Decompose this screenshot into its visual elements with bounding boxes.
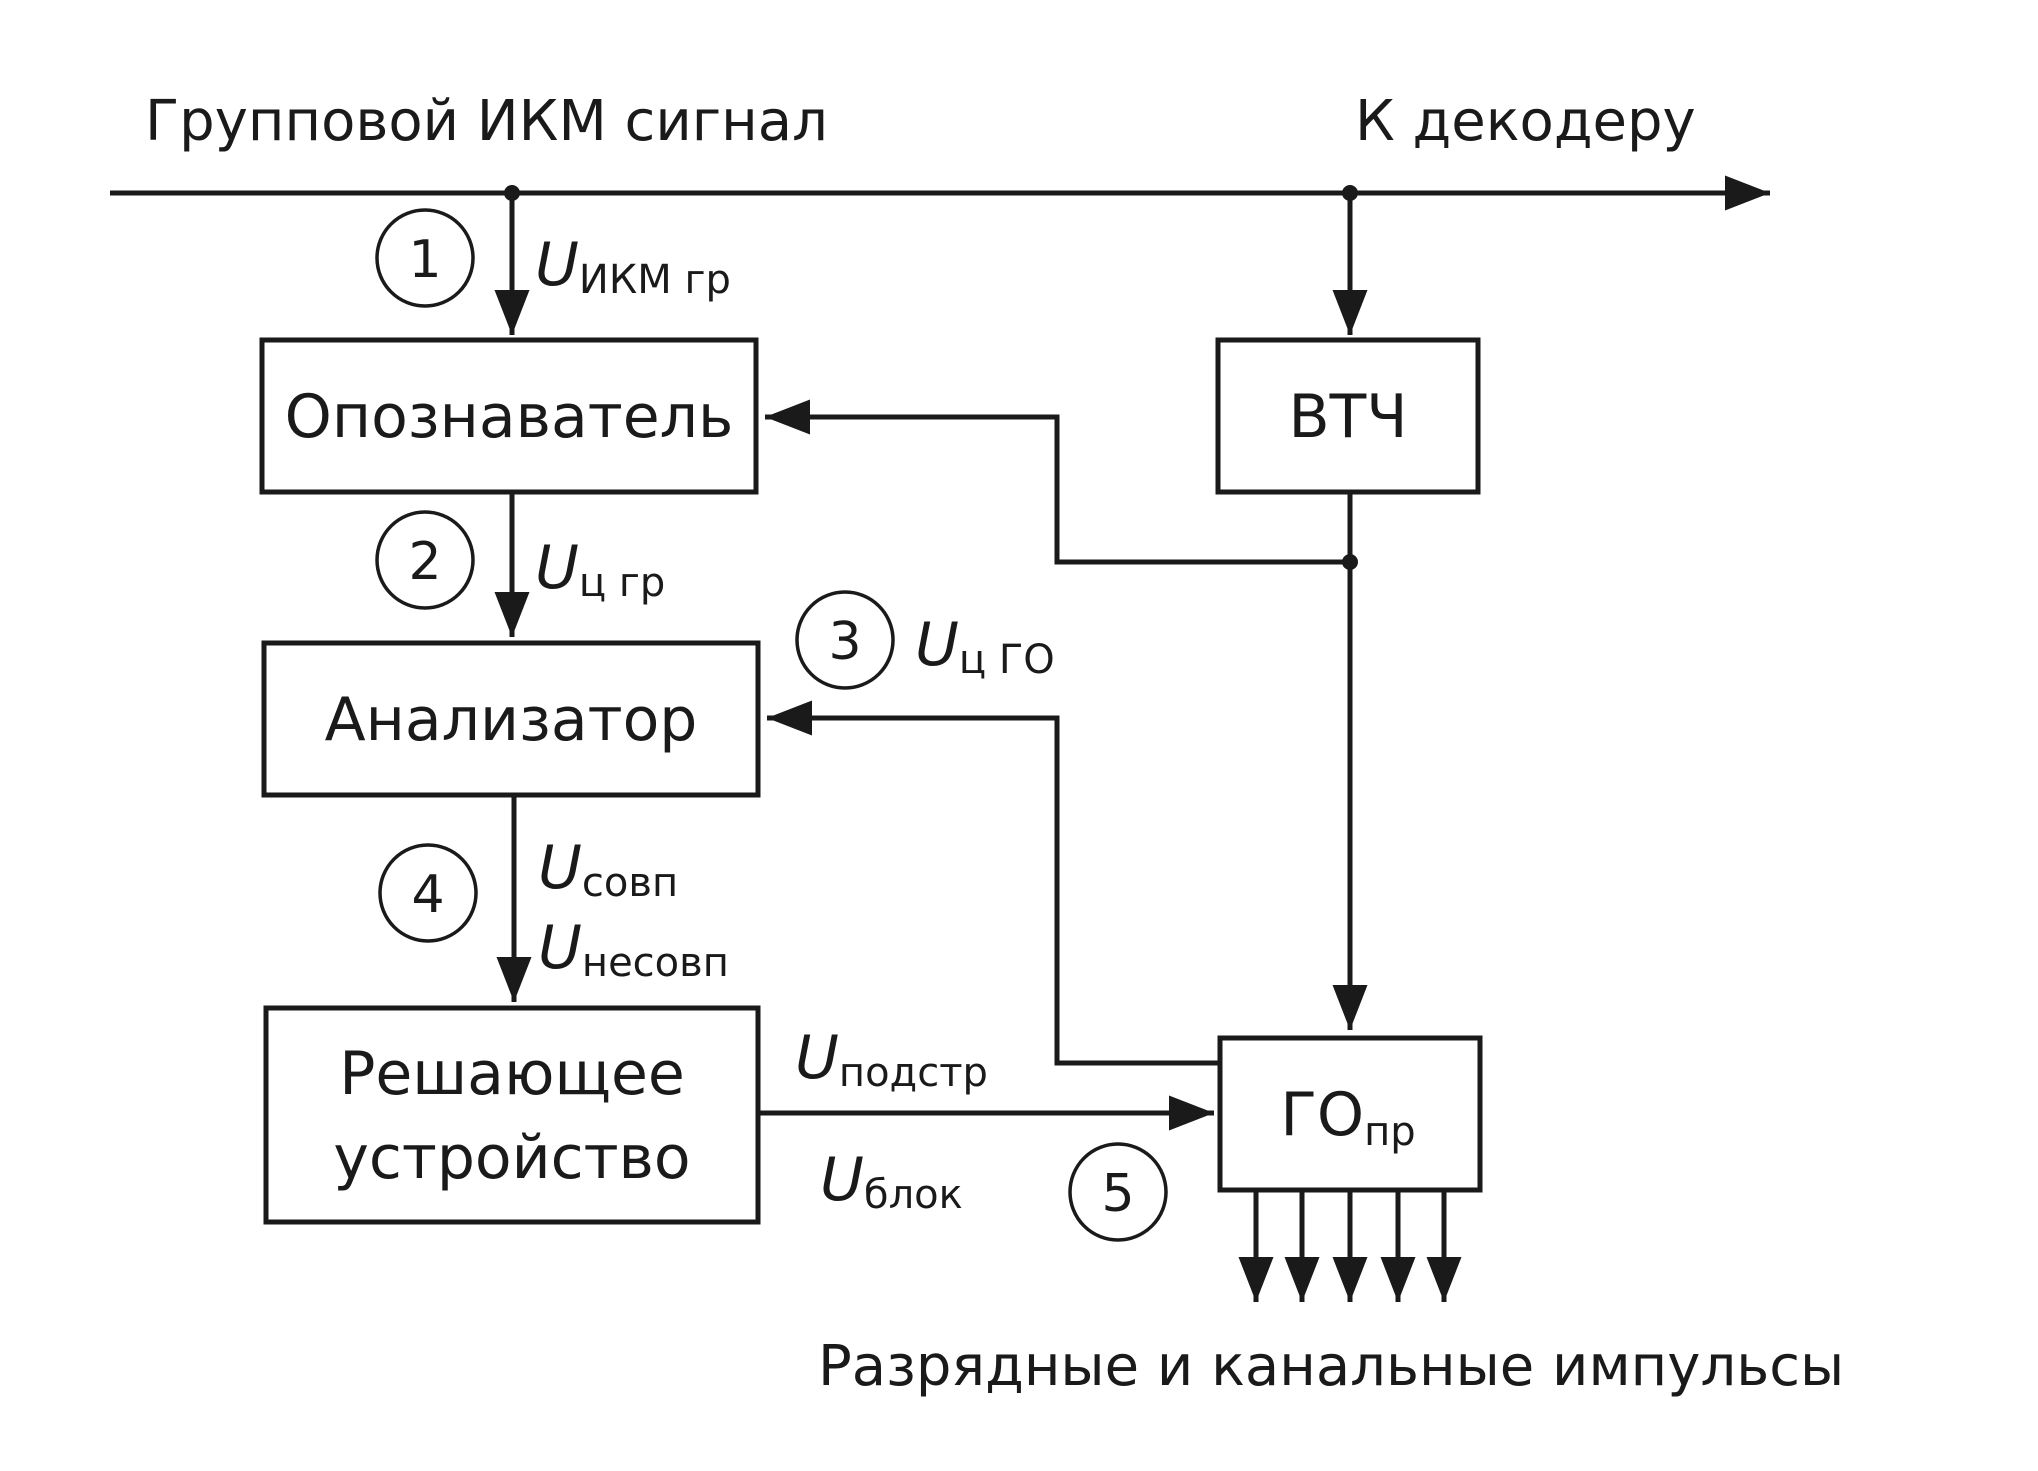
vtch-block xyxy=(1215,337,1481,495)
feedback-go-to-analyzer xyxy=(767,700,1220,1066)
marker-number-4: 4 xyxy=(411,865,444,925)
recognizer-label: Опознаватель xyxy=(285,382,734,452)
signal-u-blok: Uблок xyxy=(820,1145,963,1218)
marker-circle-5 xyxy=(1068,1142,1168,1242)
go-label: ГОпр xyxy=(1280,1080,1415,1155)
signal-u-ts-go: Uц ГО xyxy=(915,610,1055,683)
marker-number-5: 5 xyxy=(1101,1164,1134,1224)
feedback-to-recognizer xyxy=(765,399,1350,565)
signal-u-sovp: Uсовп xyxy=(538,833,678,906)
signal-u-ikm-gr: UИКМ гр xyxy=(535,230,731,303)
marker-circle-2 xyxy=(375,510,475,610)
analyzer-block xyxy=(261,640,761,798)
marker-number-1: 1 xyxy=(408,230,441,290)
analyzer-label: Анализатор xyxy=(325,685,698,755)
marker-circle-1 xyxy=(375,208,475,308)
recognizer-block xyxy=(259,337,759,495)
marker-circle-4 xyxy=(378,843,478,943)
marker-circle-3 xyxy=(795,590,895,690)
vtch-label: ВТЧ xyxy=(1289,382,1408,452)
marker-number-2: 2 xyxy=(408,532,441,592)
to-decoder-label: К декодеру xyxy=(1355,89,1696,154)
input-signal-label: Групповой ИКМ сигнал xyxy=(145,89,828,154)
decision-label-line1: Решающее xyxy=(339,1039,685,1109)
signal-u-ts-gr: Uц гр xyxy=(535,533,665,606)
marker-number-3: 3 xyxy=(828,612,861,672)
decision-label-line2: устройство xyxy=(333,1123,690,1193)
go-block xyxy=(1217,1035,1483,1193)
signal-u-nesovp: Uнесовп xyxy=(538,913,729,986)
pulses-output-label: Разрядные и канальные импульсы xyxy=(818,1334,1844,1399)
signal-u-podstr: Uподстр xyxy=(795,1023,988,1096)
decision-block xyxy=(263,1005,761,1225)
